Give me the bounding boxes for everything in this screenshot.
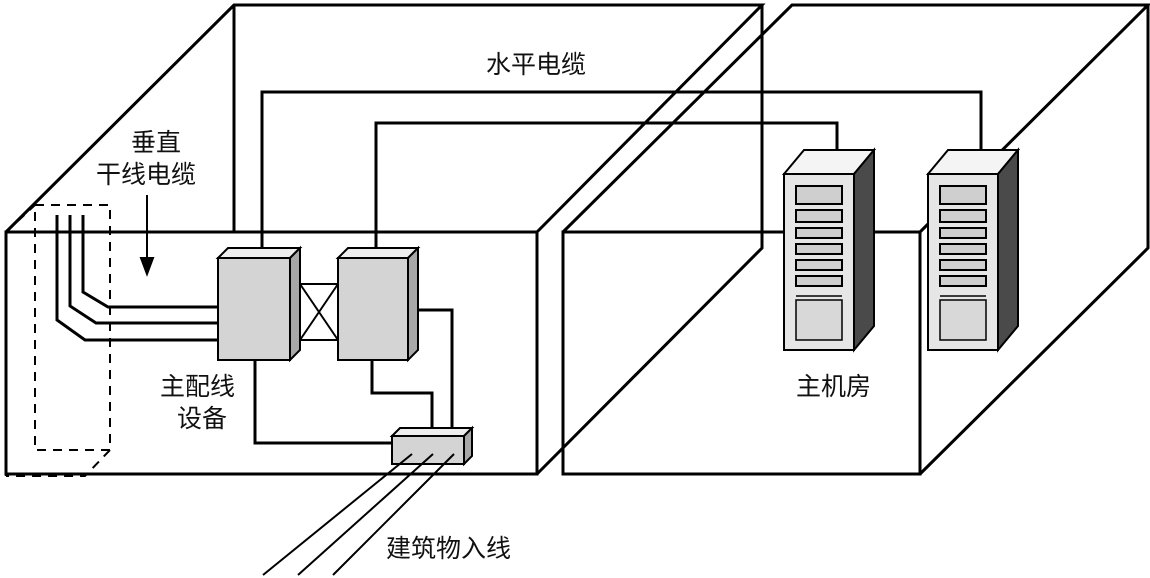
cross-connect [299,283,339,341]
server-tower-2 [925,147,1021,353]
backbone-arrow [139,195,155,277]
vertical-riser-shaft [5,204,111,477]
left-room [4,3,766,476]
building-entrance-cables [262,453,455,576]
main-distribution-box-2 [338,248,418,360]
horizontal-cable-label: 水平电缆 [486,50,587,79]
server-room-label: 主机房 [796,372,872,401]
vertical-backbone-cables [55,215,218,342]
server-tower-1 [781,147,877,353]
building-entrance-box [389,425,475,467]
horizontal-cables [260,90,983,250]
main-distribution-label-line1: 主配线 [160,372,236,401]
main-distribution-label-line2: 设备 [176,404,227,433]
vertical-backbone-label-line2: 干线电缆 [96,160,197,189]
main-distribution-box-1 [218,248,300,360]
entrance-connections [253,308,454,445]
vertical-backbone-label-line1: 垂直 [130,128,181,157]
building-entrance-label: 建筑物入线 [386,534,512,563]
